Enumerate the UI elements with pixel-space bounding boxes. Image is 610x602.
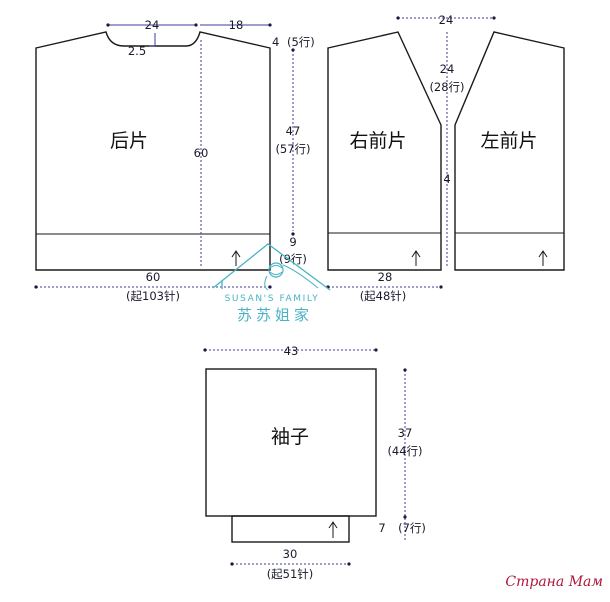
left-front-label: 左前片 xyxy=(480,130,537,152)
sleeve-cuff-width-label: 30 xyxy=(283,547,298,561)
sleeve-cuff-length-label: 7 xyxy=(378,521,385,535)
watermark-english: SUSAN'S FAMILY xyxy=(225,294,320,304)
back-width-label: 60 xyxy=(146,270,161,284)
front-neck-depth-rows: (28行) xyxy=(429,80,464,94)
front-dimensions: 24 24 (28行) 4 28 (起48针) xyxy=(326,13,496,303)
strana-mam-logo: Страна Мам xyxy=(505,574,603,590)
front-neck-depth-label: 24 xyxy=(440,62,455,76)
back-piece-outline xyxy=(35,31,271,271)
back-rib-length-label: 9 xyxy=(289,235,296,249)
susans-family-watermark: SUSAN'S FAMILY 苏苏姐家 xyxy=(212,243,331,324)
back-shoulder-width-label: 18 xyxy=(229,18,244,32)
front-bottom-offset-label: 4 xyxy=(443,172,450,186)
left-front-piece: 左前片 xyxy=(454,31,565,271)
back-cast-on-label: (起103针) xyxy=(126,289,180,303)
front-cast-on-label: (起48针) xyxy=(360,289,407,303)
back-length-label: 60 xyxy=(194,146,209,160)
sleeve-width-label: 43 xyxy=(284,344,299,358)
sleeve-length-rows: (44行) xyxy=(387,444,422,458)
yarn-ball-logo-icon xyxy=(212,243,331,291)
sleeve-knit-direction-arrow xyxy=(328,521,338,538)
left-front-outline xyxy=(454,31,565,271)
right-front-piece: 右前片 xyxy=(327,31,442,271)
back-piece: 后片 24 18 2.5 60 4 (5行) 47 (57行) 9 (9行) 6… xyxy=(34,18,315,303)
sleeve-piece: 43 袖子 37 (44行) 7 (7行) 30 (起51针) xyxy=(203,344,426,581)
watermark-chinese: 苏苏姐家 xyxy=(237,306,313,324)
sleeve-cast-on-label: (起51针) xyxy=(267,567,314,581)
back-rib-length-rows: (9行) xyxy=(279,252,307,266)
right-front-knit-direction-arrow xyxy=(411,250,421,266)
back-piece-label: 后片 xyxy=(110,130,148,152)
right-front-label: 右前片 xyxy=(349,130,406,152)
back-knit-direction-arrow xyxy=(231,250,241,266)
left-front-knit-direction-arrow xyxy=(538,250,548,266)
back-body-length-rows: (57行) xyxy=(275,142,310,156)
back-neck-width-label: 24 xyxy=(145,18,160,32)
back-shoulder-drop-label: 4 xyxy=(272,35,279,49)
front-width-label: 28 xyxy=(378,270,393,284)
sleeve-length-label: 37 xyxy=(398,426,413,440)
back-body-length-label: 47 xyxy=(286,124,301,138)
back-shoulder-drop-rows: (5行) xyxy=(287,35,315,49)
sleeve-cuff-outline xyxy=(231,515,350,543)
sleeve-label: 袖子 xyxy=(271,426,309,448)
front-neck-width-label: 24 xyxy=(439,13,454,27)
back-neck-depth-label: 2.5 xyxy=(128,44,146,58)
sleeve-cuff-length-rows: (7行) xyxy=(398,521,426,535)
